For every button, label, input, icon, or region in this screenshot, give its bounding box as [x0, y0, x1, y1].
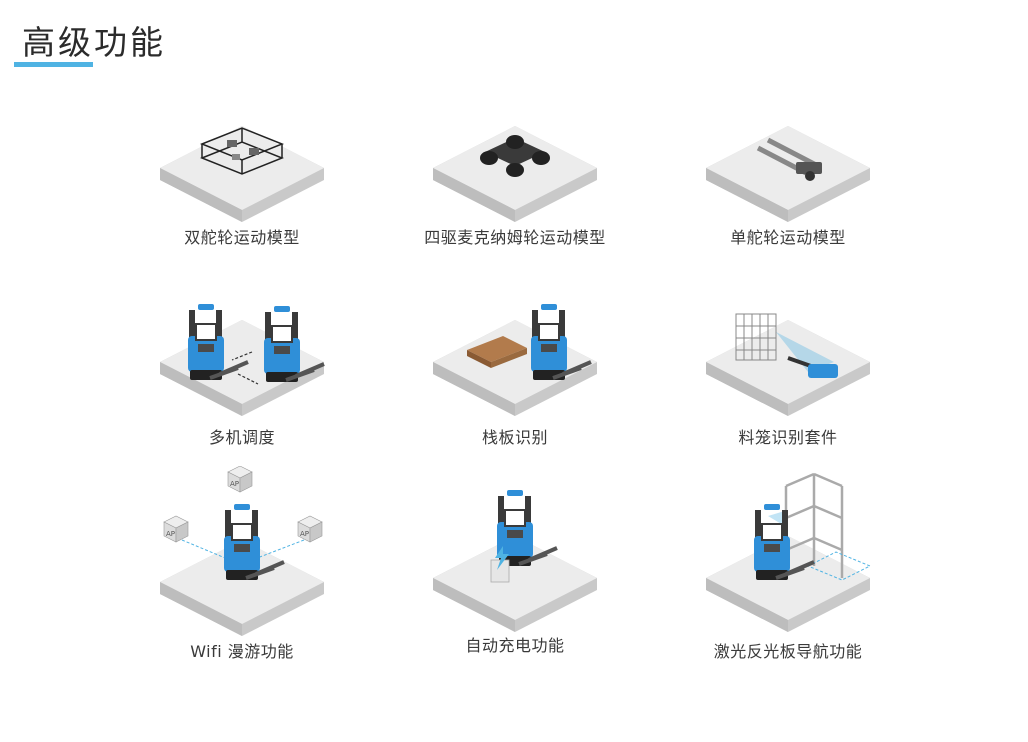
feature-label-mecanum: 四驱麦克纳姆轮运动模型	[424, 228, 606, 247]
pallet-recognition-icon	[433, 302, 597, 416]
feature-label-laser: 激光反光板导航功能	[713, 642, 863, 661]
feature-label-wifi: Wifi 漫游功能	[190, 642, 294, 661]
feature-label-single-steering: 单舵轮运动模型	[730, 228, 846, 247]
feature-label-pallet: 栈板识别	[481, 428, 548, 447]
feature-label-charging: 自动充电功能	[465, 636, 565, 655]
ap-label-right: AP	[300, 530, 309, 538]
laser-reflector-navigation-icon	[706, 472, 872, 632]
ap-box-right: AP	[297, 515, 323, 543]
ap-box-top: AP	[227, 466, 253, 493]
cage-recognition-kit-icon	[706, 313, 870, 416]
title-underline	[14, 62, 93, 67]
feature-label-dual-steering: 双舵轮运动模型	[184, 228, 300, 247]
page-title: 高级功能	[22, 23, 166, 62]
multi-robot-scheduling-icon	[160, 302, 326, 416]
auto-charging-icon	[433, 488, 597, 632]
mecanum-wheel-model-icon	[433, 126, 597, 222]
feature-label-multi-robot: 多机调度	[208, 428, 275, 447]
ap-label-top: AP	[230, 480, 239, 488]
feature-label-cage: 料笼识别套件	[738, 428, 838, 447]
dual-steering-wheel-model-icon	[160, 126, 324, 222]
ap-box-left: AP	[163, 515, 189, 543]
wifi-roaming-icon: AP AP AP	[160, 466, 324, 636]
single-steering-wheel-model-icon	[706, 126, 870, 222]
ap-label-left: AP	[166, 530, 175, 538]
